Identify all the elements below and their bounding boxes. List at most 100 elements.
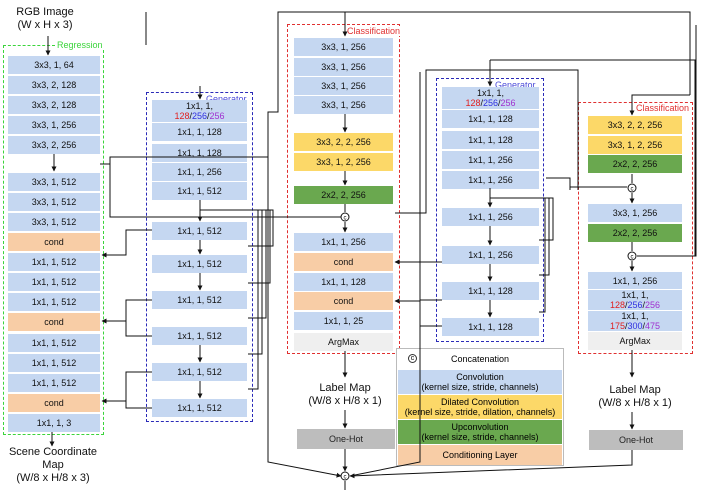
- label-map-1-title: Label Map: [319, 382, 371, 394]
- label-map-2: Label Map (W/8 x H/8 x 1): [585, 384, 685, 410]
- reg-block-5: 3x3, 1, 512: [8, 173, 100, 191]
- reg-block-15: 1x1, 1, 512: [8, 374, 100, 392]
- concatenation-node: [627, 251, 637, 261]
- gen2-ch-2: 256: [500, 98, 516, 108]
- cls2-m1-0: 128: [609, 300, 625, 310]
- cls2-upconv-0: 2x2, 2, 256: [588, 155, 682, 173]
- gen1-first-prefix: 1x1, 1,: [185, 101, 214, 111]
- connector-line: [349, 450, 633, 479]
- cls1-block-3: 3x3, 1, 256: [294, 96, 393, 114]
- cls2-multi-1-prefix: 1x1, 1,: [621, 290, 649, 300]
- reg-block-0: 3x3, 1, 64: [8, 56, 100, 74]
- legend-convolution-desc: (kernel size, stride, channels): [421, 382, 539, 392]
- cls1-block-1: 3x3, 1, 256: [294, 58, 393, 76]
- reg-block-13: 1x1, 1, 512: [8, 334, 100, 352]
- connector-line: [419, 301, 442, 327]
- connector-line: [490, 197, 546, 313]
- cls2-m2-2: 475: [645, 321, 661, 331]
- regression-title: Regression: [56, 40, 104, 50]
- generator2-title: Generator: [494, 80, 537, 90]
- cls1-block-11: 1x1, 1, 25: [294, 312, 393, 330]
- connector-line: [200, 209, 259, 390]
- one-hot-1: One-Hot: [297, 429, 395, 449]
- gen1-ch-2: 256: [209, 111, 225, 121]
- reg-block-2: 3x3, 2, 128: [8, 96, 100, 114]
- connector-line: [349, 72, 421, 477]
- cls1-block-7: 1x1, 1, 256: [294, 233, 393, 251]
- cls2-m2-0: 175: [609, 321, 625, 331]
- legend-upconv-desc: (kernel size, stride, channels): [421, 432, 539, 442]
- label-map-1: Label Map (W/8 x H/8 x 1): [296, 382, 394, 408]
- cls2-multi-1: 1x1, 1, 128/256/256: [588, 290, 682, 310]
- cls2-argmax: ArgMax: [588, 332, 682, 350]
- connector-line: [125, 401, 152, 409]
- reg-cond-2: cond: [8, 313, 100, 331]
- cls2-m1-2: 256: [645, 300, 661, 310]
- gen1-block-0: 1x1, 1, 128: [152, 123, 247, 141]
- connector-line: [637, 25, 697, 257]
- cls1-block-9: 1x1, 1, 128: [294, 273, 393, 291]
- gen1-block-8: 1x1, 1, 512: [152, 363, 247, 381]
- cls1-upconv: 2x2, 2, 256: [294, 186, 393, 204]
- concatenation-node-symbol: c: [631, 186, 634, 192]
- gen2-block-3: 1x1, 1, 256: [442, 171, 539, 189]
- scene-line-1: Scene Coordinate: [8, 446, 98, 458]
- gen2-block-6: 1x1, 1, 128: [442, 282, 539, 300]
- connector-line: [109, 157, 341, 218]
- cls1-block-2: 3x3, 1, 256: [294, 77, 393, 95]
- cls2-upconv-1: 2x2, 2, 256: [588, 224, 682, 242]
- legend-dilated: Dilated Convolution (kernel size, stride…: [398, 395, 562, 419]
- one-hot-2: One-Hot: [589, 430, 683, 450]
- cls2-block-5: 1x1, 1, 256: [588, 272, 682, 289]
- concatenation-node: [627, 183, 637, 193]
- reg-block-3: 3x3, 1, 256: [8, 116, 100, 134]
- connector-line: [101, 371, 152, 404]
- scene-line-3: (W/8 x H/8 x 3): [16, 472, 90, 484]
- legend-convolution-title: Convolution: [456, 372, 504, 382]
- gen1-block-6: 1x1, 1, 512: [152, 291, 247, 309]
- scene-line-2: Map: [42, 459, 64, 471]
- connector-line: [490, 59, 696, 256]
- classification1-title: Classification: [346, 26, 402, 36]
- reg-block-6: 3x3, 1, 512: [8, 193, 100, 211]
- legend-upconvolution: Upconvolution (kernel size, stride, chan…: [398, 420, 562, 444]
- concatenation-node-symbol: c: [344, 215, 347, 221]
- connector-line: [101, 229, 152, 258]
- gen2-block-0: 1x1, 1, 128: [442, 110, 539, 128]
- cls2-dilated-0: 3x3, 2, 2, 256: [588, 116, 682, 134]
- cls1-dilated-1: 3x3, 1, 2, 256: [294, 153, 393, 171]
- gen2-block-7: 1x1, 1, 128: [442, 318, 539, 336]
- connector-line: [101, 299, 152, 324]
- gen1-block-7: 1x1, 1, 512: [152, 327, 247, 345]
- gen2-first-block: 1x1, 1, 128/256/256: [442, 87, 539, 109]
- reg-block-1: 3x3, 2, 128: [8, 76, 100, 94]
- connector-line: [100, 11, 348, 165]
- legend-concatenation: Concatenation: [450, 354, 510, 364]
- legend-dilated-title: Dilated Convolution: [440, 397, 520, 407]
- regression-frame: [3, 45, 104, 435]
- connector-line: [569, 186, 627, 190]
- connector-line: [394, 298, 442, 304]
- legend-convolution: Convolution (kernel size, stride, channe…: [398, 370, 562, 394]
- reg-block-11: 1x1, 1, 512: [8, 293, 100, 311]
- gen2-block-4: 1x1, 1, 256: [442, 208, 539, 226]
- connector-line: [490, 197, 550, 276]
- connector-line: [345, 11, 691, 95]
- gen1-ch-1: 256: [191, 111, 208, 121]
- gen2-ch-1: 256: [482, 98, 499, 108]
- classification2-title: Classification: [635, 103, 691, 113]
- reg-block-4: 3x3, 2, 256: [8, 136, 100, 154]
- concatenation-symbol: c: [408, 354, 417, 363]
- label-map-2-title: Label Map: [609, 384, 661, 396]
- cls1-dilated-0: 3x3, 2, 2, 256: [294, 133, 393, 151]
- legend-upconv-title: Upconvolution: [451, 422, 509, 432]
- gen1-block-9: 1x1, 1, 512: [152, 399, 247, 417]
- gen2-block-2: 1x1, 1, 256: [442, 151, 539, 169]
- label-map-1-dims: (W/8 x H/8 x 1): [308, 395, 382, 407]
- cls1-argmax: ArgMax: [294, 333, 393, 351]
- concatenation-node-symbol: c: [344, 474, 347, 480]
- reg-cond-3: cond: [8, 394, 100, 412]
- connector-line: [200, 209, 267, 319]
